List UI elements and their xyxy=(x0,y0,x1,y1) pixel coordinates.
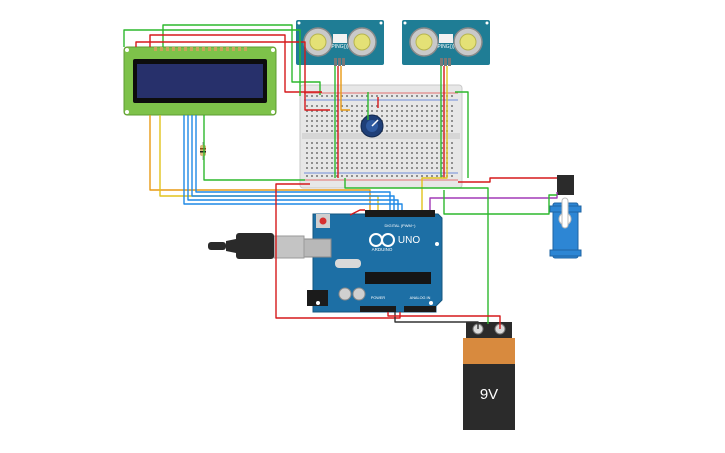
sensor-mount-hole xyxy=(297,21,301,25)
wires xyxy=(123,24,558,329)
arduino-uno-board[interactable]: ARDUINO UNO DIGITAL (PWM~) POWER ANALOG … xyxy=(302,210,443,313)
potentiometer[interactable] xyxy=(360,114,384,138)
lcd-mount-hole xyxy=(271,48,275,52)
sensor-2-chip-label: PING))) xyxy=(437,44,455,50)
wire-blue[interactable] xyxy=(187,115,399,210)
battery-9v[interactable]: 9V xyxy=(463,322,515,430)
usb-port[interactable] xyxy=(302,238,332,258)
digital-pin-header[interactable] xyxy=(365,210,435,217)
digital-header-label: DIGITAL (PWM~) xyxy=(385,223,417,228)
wire-orange[interactable] xyxy=(340,66,350,111)
analog-pin-header[interactable] xyxy=(404,306,436,312)
lcd-mount-hole xyxy=(271,110,275,114)
servo-horn[interactable] xyxy=(561,197,569,229)
wire-red[interactable] xyxy=(135,41,330,111)
arduino-brand: ARDUINO xyxy=(372,247,393,252)
breadboard[interactable] xyxy=(299,84,463,189)
ultrasonic-sensor-2[interactable]: PING))) xyxy=(402,20,490,66)
lcd-display[interactable] xyxy=(123,46,277,116)
analog-label: ANALOG IN xyxy=(410,296,431,300)
wire-green[interactable] xyxy=(123,29,301,96)
power-pin-header[interactable] xyxy=(360,306,396,312)
ultrasonic-sensor-1[interactable]: PING))) xyxy=(296,20,384,66)
wire-yellow[interactable] xyxy=(421,66,448,210)
arduino-model: UNO xyxy=(398,235,420,246)
wire-green[interactable] xyxy=(443,190,557,215)
sensor-1-chip-label: PING))) xyxy=(331,44,349,50)
power-label: POWER xyxy=(371,296,386,300)
lcd-mount-hole xyxy=(125,110,129,114)
capacitor xyxy=(352,287,366,301)
lcd-pin-header xyxy=(154,47,247,51)
wire-blue[interactable] xyxy=(195,115,391,210)
wire-green[interactable] xyxy=(455,91,469,178)
lcd-mount-hole xyxy=(125,48,129,52)
crystal-oscillator xyxy=(335,259,361,268)
wire-blue[interactable] xyxy=(191,115,395,210)
wire-green[interactable] xyxy=(162,24,321,95)
capacitor xyxy=(338,287,352,301)
wire-red[interactable] xyxy=(458,177,557,183)
servo-motor[interactable] xyxy=(549,175,582,259)
sensor-mount-hole xyxy=(485,21,489,25)
wire-red[interactable] xyxy=(149,34,322,93)
board-mount-hole xyxy=(429,301,433,305)
wire-green[interactable] xyxy=(203,115,305,181)
servo-connector[interactable] xyxy=(557,175,574,195)
dc-barrel-jack[interactable] xyxy=(307,290,328,306)
wire-blue[interactable] xyxy=(183,115,403,210)
sensor-mount-hole xyxy=(379,21,383,25)
usb-cable[interactable] xyxy=(208,233,305,259)
board-mount-hole xyxy=(435,242,439,246)
wire-black[interactable] xyxy=(394,312,479,329)
sensor-mount-hole xyxy=(403,21,407,25)
resistor[interactable] xyxy=(200,142,206,160)
wire-red[interactable] xyxy=(349,209,365,216)
battery-label: 9V xyxy=(480,386,498,403)
wire-red[interactable] xyxy=(387,312,501,329)
wire-green[interactable] xyxy=(344,178,489,324)
wire-purple[interactable] xyxy=(429,192,558,210)
board-mount-hole xyxy=(316,301,320,305)
microcontroller-chip xyxy=(365,272,431,284)
